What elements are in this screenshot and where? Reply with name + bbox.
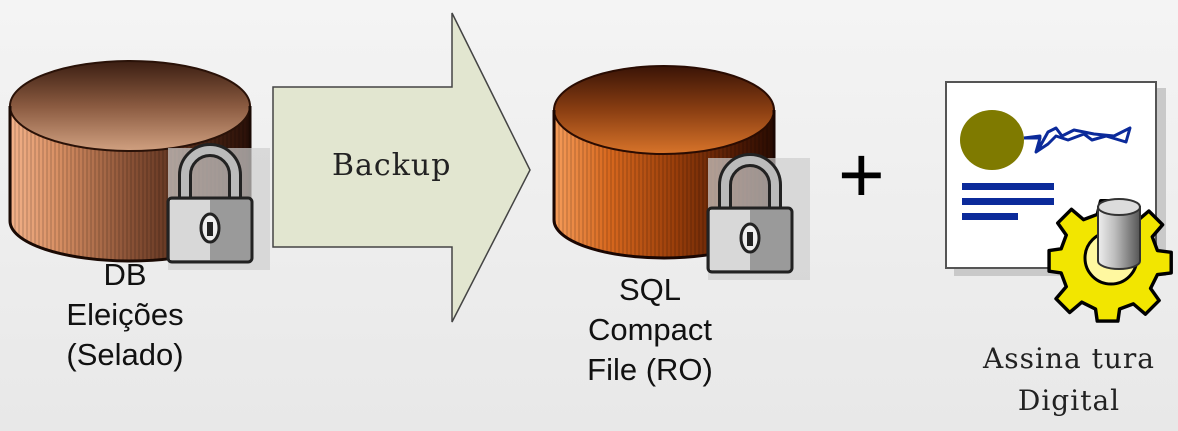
source-label-line-1: DB (103, 257, 147, 292)
signature-label-line-1: Assina tura (983, 342, 1155, 375)
backup-arrow (272, 12, 531, 323)
target-label-line-2: Compact (587, 312, 713, 347)
signature-database-icon (1097, 198, 1141, 270)
signed-certificate-icon (945, 81, 1166, 276)
backup-label: Backup (332, 148, 452, 183)
target-label-line-3: File (RO) (587, 352, 713, 387)
source-label-line-2: Eleições (66, 297, 184, 332)
target-database-label: SQL Compact File (RO) (560, 270, 740, 390)
padlock-icon (166, 143, 270, 270)
plus-operator: + (838, 130, 885, 219)
source-label-line-3: (Selado) (66, 337, 184, 372)
padlock-icon (706, 153, 810, 280)
signature-label: Assina tura Digital (960, 338, 1178, 422)
source-database-label: DB Eleições (Selado) (20, 255, 230, 375)
signature-label-line-2: Digital (1017, 384, 1121, 417)
target-label-line-1: SQL (618, 272, 682, 307)
